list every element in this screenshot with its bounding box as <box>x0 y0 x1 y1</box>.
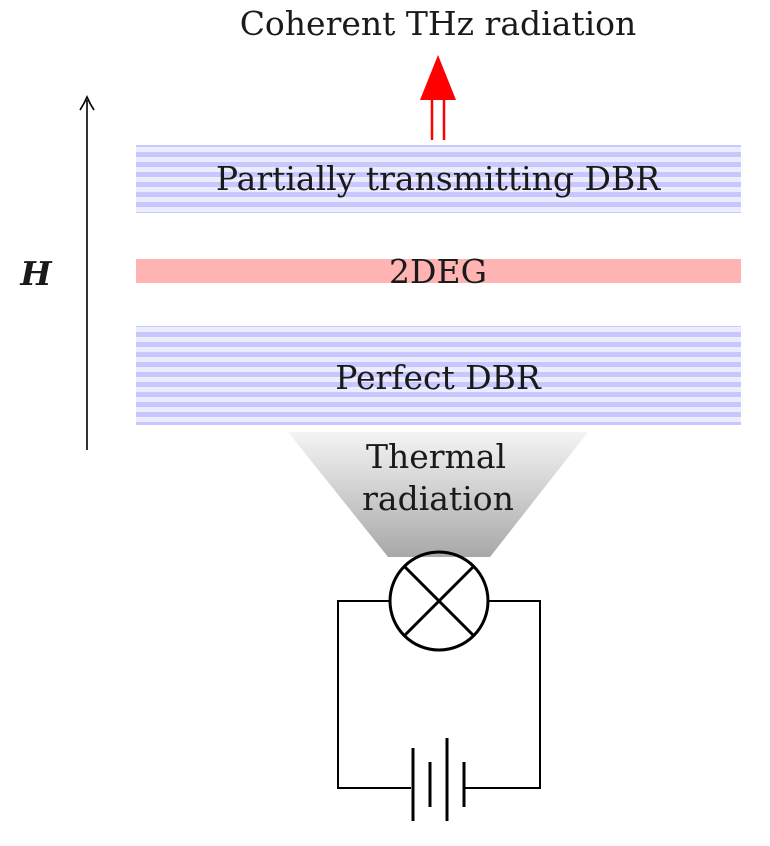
perfect-dbr-label: Perfect DBR <box>335 358 542 397</box>
battery-icon <box>411 738 466 821</box>
thermal-label-line1: Thermal <box>366 437 506 476</box>
two-deg-label: 2DEG <box>389 252 487 291</box>
magnetic-field-axis <box>79 94 95 450</box>
two-deg-layer <box>136 259 741 283</box>
thermal-radiation-funnel <box>288 432 588 557</box>
lamp-icon <box>388 550 490 652</box>
partial-dbr-label: Partially transmitting DBR <box>216 159 661 198</box>
magnetic-field-label: H <box>19 254 53 293</box>
coherent-thz-label: Coherent THz radiation <box>240 4 637 43</box>
thz-output-arrow <box>420 55 456 140</box>
perfect-dbr-layer <box>136 326 741 425</box>
partial-dbr-layer <box>136 145 741 213</box>
lamp-circuit <box>337 600 541 789</box>
thermal-label-line2: radiation <box>362 479 514 518</box>
